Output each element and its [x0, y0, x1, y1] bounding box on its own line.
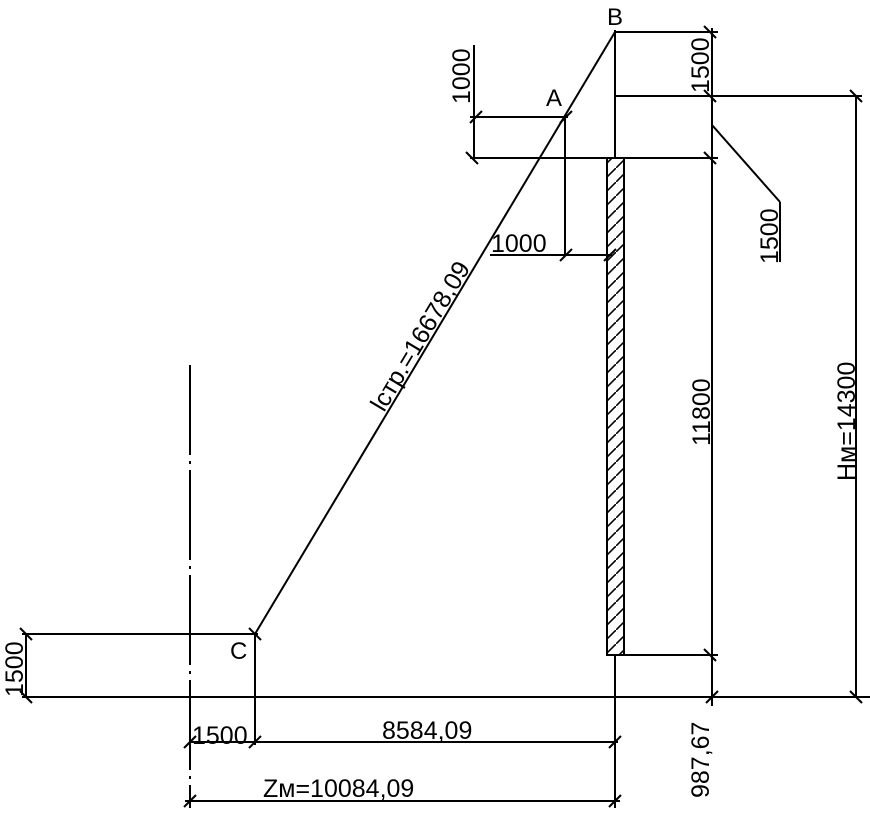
tick [465, 151, 479, 165]
inclined-line-cb [254, 31, 616, 635]
dim-label-1500-top: 1500 [687, 37, 715, 93]
tick [559, 248, 573, 262]
dim-label-1500-left: 1500 [1, 641, 29, 697]
tick [183, 794, 197, 808]
tick [183, 735, 197, 749]
hatched-wall [606, 157, 625, 656]
dim-label-987: 987,67 [687, 722, 715, 798]
tick [608, 735, 622, 749]
tick [469, 110, 483, 124]
tick [703, 89, 717, 103]
tick [608, 794, 622, 808]
dim-label-1500-bottom: 1500 [192, 722, 248, 750]
dim-label-1000-top: 1000 [448, 48, 476, 104]
point-label-b: B [607, 4, 623, 31]
leader-1500-right [711, 124, 781, 203]
dim-label-zm: Zм=10084,09 [263, 775, 414, 803]
point-label-a: A [546, 85, 562, 112]
dim-label-8584: 8584,09 [382, 717, 472, 745]
tick [703, 151, 717, 165]
tick [603, 248, 617, 262]
tick [703, 25, 717, 39]
dim-label-1000-mid: 1000 [491, 230, 547, 258]
dim-label-1500-right: 1500 [756, 208, 784, 264]
tick [705, 690, 719, 704]
dim-label-hm: Нм=14300 [833, 362, 861, 481]
point-label-c: C [230, 638, 247, 665]
tick [849, 690, 863, 704]
tick [248, 735, 262, 749]
dim-label-11800: 11800 [688, 378, 716, 446]
tick [703, 648, 717, 662]
dim-label-lstr: lстр.=16678,09 [365, 256, 476, 416]
